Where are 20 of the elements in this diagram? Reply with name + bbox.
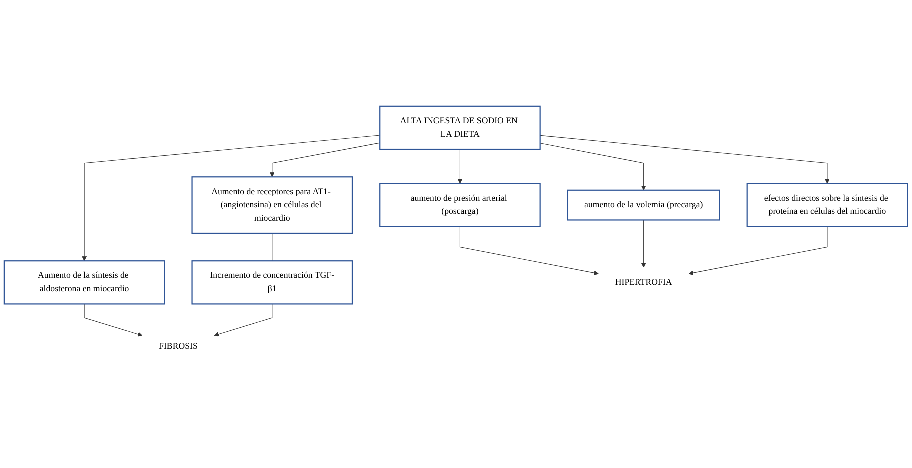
- node-box: aumento de presión arterial (poscarga): [380, 183, 541, 228]
- arrow: [688, 226, 828, 276]
- node-box: ALTA INGESTA DE SODIO EN LA DIETA: [380, 106, 541, 150]
- node-box: Incremento de concentración TGF-β1: [192, 260, 354, 305]
- node-box: efectos directos sobre la síntesis de proteína en células del miocardio: [746, 183, 908, 228]
- arrow: [540, 135, 830, 184]
- node-text: FIBROSIS: [159, 342, 198, 352]
- arrow: [270, 142, 380, 178]
- arrow: [460, 226, 600, 276]
- arrow: [641, 220, 646, 268]
- node-box: Aumento de la síntesis de aldosterona en miocardio: [4, 260, 166, 305]
- node-text: HIPERTROFIA: [615, 278, 672, 288]
- arrow: [540, 143, 646, 191]
- connector: [272, 233, 273, 262]
- arrow: [82, 135, 380, 262]
- arrow: [458, 149, 463, 184]
- node-box: aumento de la volemia (precarga): [567, 190, 720, 221]
- node-box: Aumento de receptores para AT1- (angiotensina) en células del miocardio: [192, 176, 354, 234]
- arrow: [84, 304, 143, 337]
- arrow: [214, 304, 273, 337]
